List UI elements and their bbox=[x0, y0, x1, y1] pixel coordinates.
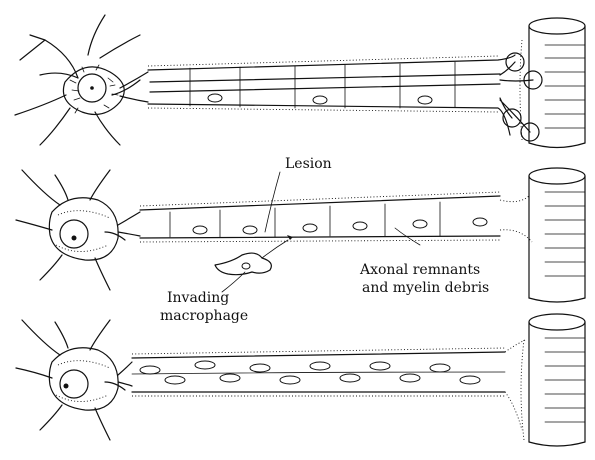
nucleus-regenerating bbox=[60, 370, 88, 398]
panel-lesioned-neuron bbox=[16, 168, 585, 302]
nucleus-lesioned bbox=[60, 220, 88, 248]
invading-macrophage-label-line2: macrophage bbox=[160, 308, 248, 324]
panel-intact-neuron bbox=[15, 15, 585, 148]
axonal-remnants-label-line1: Axonal remnants bbox=[360, 262, 480, 278]
invading-macrophage-label-line1: Invading bbox=[167, 290, 229, 306]
axonal-remnants-label-line2: and myelin debris bbox=[362, 280, 489, 296]
soma-regenerating bbox=[49, 348, 118, 410]
panel-regeneration bbox=[16, 314, 585, 446]
lesion-label: Lesion bbox=[285, 156, 332, 172]
soma-lesioned bbox=[49, 198, 118, 260]
